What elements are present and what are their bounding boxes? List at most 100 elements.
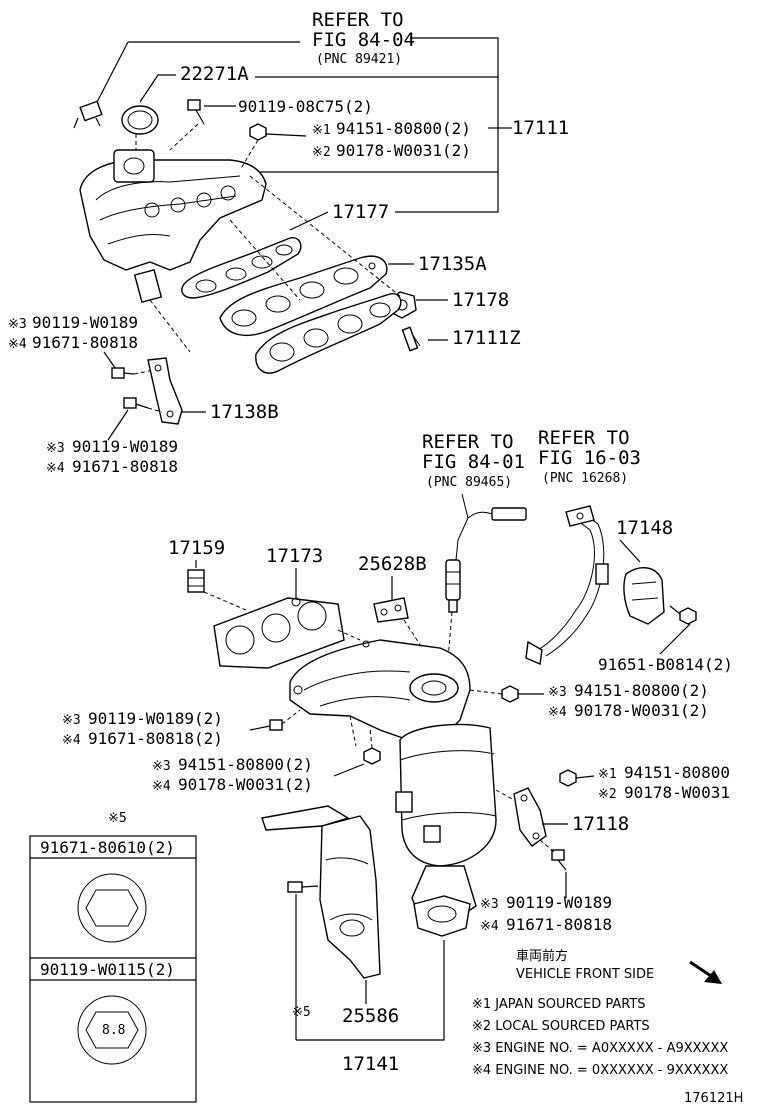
stud-17111Z [401, 326, 421, 352]
dash-bracket [149, 299, 191, 353]
leader-top-refer-diag [93, 41, 129, 109]
label-90119-08C75: 90119-08C75(2) [238, 97, 373, 116]
right-refer-line1: REFER TO [538, 427, 630, 449]
gasket-lower-top [255, 293, 402, 374]
mark-3-mid1: ※3 [62, 713, 81, 728]
bolt-right3 [551, 849, 567, 871]
top-refer-line1: REFER TO [312, 9, 404, 31]
label-17111: 17111 [512, 117, 569, 139]
dash-nut-mid2 [369, 727, 373, 749]
leader-17148 [619, 539, 641, 563]
gasket-22271A-inner [127, 110, 153, 130]
label-25628B: 25628B [358, 553, 427, 575]
label-22271A: 22271A [180, 63, 249, 85]
label-17135A: 17135A [418, 253, 487, 275]
mark-3-mid2: ※3 [152, 759, 171, 774]
label-90119-W0189-left1: 90119-W0189 [32, 313, 138, 332]
leader-17177 [289, 211, 329, 231]
label-90178-right1: 90178-W0031(2) [574, 701, 709, 720]
label-17148: 17148 [616, 517, 673, 539]
leader-mid1 [249, 725, 271, 731]
leader-91651 [659, 623, 691, 655]
pipe-17148 [525, 505, 609, 666]
right-refer-line2: FIG 16-03 [538, 447, 641, 469]
label-90119-W0189-mid: 90119-W0189(2) [88, 709, 223, 728]
gasket-17173 [213, 597, 345, 669]
label-17159: 17159 [168, 537, 225, 559]
label-17141: 17141 [342, 1053, 399, 1075]
bracket-17141 [296, 940, 445, 1041]
bracket-17118 [513, 787, 547, 847]
leader-left2 [107, 409, 129, 441]
label-91671-80818-right3: 91671-80818 [506, 915, 612, 934]
mark-3-left1: ※3 [8, 317, 27, 332]
leader-mid2 [333, 763, 365, 777]
inset-mark: ※5 [108, 811, 127, 826]
nut-right-2 [559, 769, 577, 787]
vehicle-front-en: VEHICLE FRONT SIDE [516, 967, 654, 982]
mark-2-right2: ※2 [598, 787, 617, 802]
dash-bolt [169, 123, 199, 151]
gasket-25628B [373, 597, 409, 623]
mark-2-top: ※2 [312, 145, 331, 160]
nut-top [249, 123, 267, 141]
dash-25628B [403, 619, 431, 661]
dash-bolt-right3 [539, 839, 555, 853]
label-90119-W0189-left2: 90119-W0189 [72, 437, 178, 456]
left-refer-line2: FIG 84-01 [422, 451, 525, 473]
dash-gasket-align [229, 219, 301, 301]
label-94151-right1: 94151-80800(2) [574, 681, 709, 700]
mark-4-mid1: ※4 [62, 733, 81, 748]
bolt-mid1 [269, 719, 283, 731]
label-17111Z: 17111Z [452, 327, 521, 349]
mark-4-right1: ※4 [548, 705, 567, 720]
gasket-17177 [181, 237, 302, 299]
left-refer-line3: (PNC 89465) [426, 475, 512, 490]
inset-bolt-mark: 8.8 [102, 1023, 125, 1038]
mark-1-top: ※1 [312, 123, 331, 138]
label-91651-B0814: 91651-B0814(2) [598, 655, 733, 674]
gasket-22271A [121, 105, 159, 135]
dash-17159 [203, 591, 247, 611]
figure-id: 176121H [684, 1091, 743, 1106]
bracket-17111 [395, 37, 499, 213]
nut-mid2 [363, 747, 381, 765]
dash-mid-align [349, 715, 357, 747]
label-91671-80818-mid: 91671-80818(2) [88, 729, 223, 748]
label-91671-80818-left1: 91671-80818 [32, 333, 138, 352]
heat-insulator-17148 [623, 567, 665, 625]
dash-bolt-left2 [147, 407, 163, 413]
inset-nut-icon [77, 873, 147, 943]
vehicle-front-jp: 車両前方 [516, 948, 568, 964]
note-3: ※3 ENGINE NO. = A0XXXXX - A9XXXXX [472, 1041, 728, 1056]
mark-4-mid2: ※4 [152, 779, 171, 794]
bolt-left1 [111, 367, 135, 379]
inset-row2: 90119-W0115(2) [40, 960, 175, 979]
bolt-left2 [123, 397, 149, 409]
mark-4-left2: ※4 [46, 461, 65, 476]
heat-insulator-25586 [261, 805, 381, 979]
inset-row1: 91671-80610(2) [40, 838, 175, 857]
mark-3-left2: ※3 [46, 441, 65, 456]
gasket-17135A [219, 255, 388, 337]
mark-1-right2: ※1 [598, 767, 617, 782]
top-refer-line3: (PNC 89421) [316, 52, 402, 67]
inset-box [29, 835, 197, 1103]
sensor-top-left [73, 100, 103, 129]
right-refer-line3: (PNC 16268) [542, 471, 628, 486]
label-17138B: 17138B [210, 401, 279, 423]
nut-right-1 [501, 685, 519, 703]
leader-nut-top [265, 133, 307, 137]
inset-bolt-icon [77, 995, 147, 1065]
dash-bolt-mid1 [281, 709, 301, 725]
mark-3-right1: ※3 [548, 685, 567, 700]
note-2: ※2 LOCAL SOURCED PARTS [472, 1019, 650, 1034]
label-91671-80818-left2: 91671-80818 [72, 457, 178, 476]
label-94151-right2: 94151-80800 [624, 763, 730, 782]
note-4: ※4 ENGINE NO. = 0XXXXXX - 9XXXXXX [472, 1063, 728, 1078]
bolt-90119-08C75 [187, 99, 205, 125]
mark-5-bottom: ※5 [292, 1005, 311, 1020]
stud-17159 [187, 569, 205, 593]
leader-22271A [139, 74, 176, 103]
